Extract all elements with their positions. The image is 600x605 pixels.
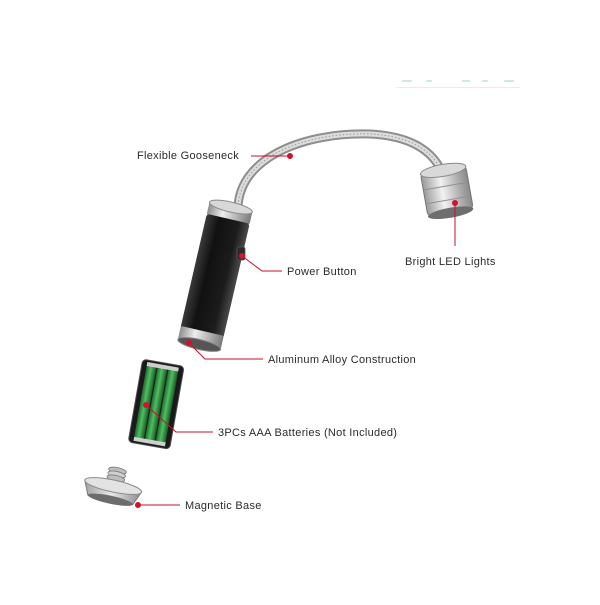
callout-dot-base — [135, 502, 141, 508]
callout-dot-led — [452, 200, 458, 206]
label-aaa-batteries: 3PCs AAA Batteries (Not Included) — [218, 427, 398, 439]
handle — [177, 199, 253, 352]
label-power-button: Power Button — [287, 266, 357, 278]
battery-pack — [128, 359, 184, 450]
label-flexible-gooseneck: Flexible Gooseneck — [137, 150, 240, 162]
label-bright-led-lights: Bright LED Lights — [405, 256, 496, 268]
callout-line-alloy — [188, 342, 263, 360]
callout-dot-power — [239, 253, 245, 259]
callout-dot-batteries — [143, 402, 149, 408]
watermark-strip — [396, 78, 520, 88]
label-aluminum-alloy-construction: Aluminum Alloy Construction — [268, 354, 417, 366]
callout-lines — [135, 153, 458, 508]
callout-dot-alloy — [186, 340, 192, 346]
callout-line-batteries — [145, 404, 213, 433]
led-head — [420, 162, 474, 220]
gooseneck — [233, 129, 447, 217]
callout-line-power — [241, 255, 282, 272]
callout-dot-gooseneck — [287, 153, 293, 159]
label-magnetic-base: Magnetic Base — [185, 500, 262, 512]
magnetic-base — [84, 466, 143, 506]
